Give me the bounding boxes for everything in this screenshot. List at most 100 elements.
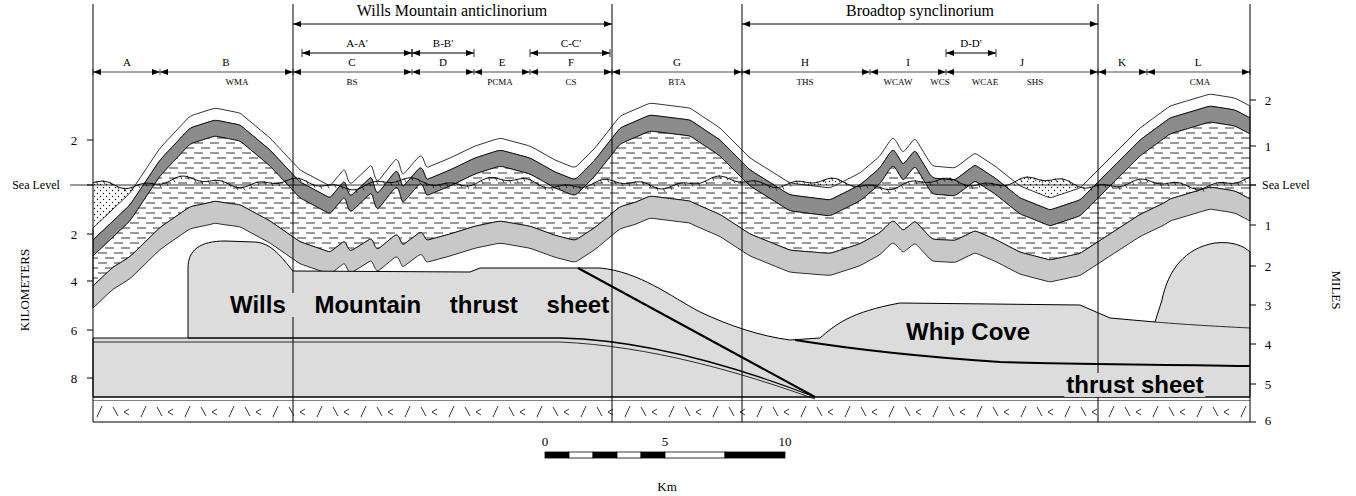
domain-tick [612,69,613,75]
axis-number: 4 [71,275,78,288]
domain-letter: F [568,57,574,68]
axis-tick [87,281,93,282]
structure-abbrev: WCAW [884,78,913,87]
topography-line [93,176,1250,190]
structure-abbrev: SHS [1027,78,1044,87]
axis-tick [1250,146,1256,147]
domain-letter: A [123,57,131,68]
section-arrow [530,53,610,54]
domain-letter: E [499,57,506,68]
section-label: A-A' [346,38,368,49]
scale-number: 10 [779,435,792,448]
domain-tick [742,69,743,75]
thrust-sheet-label: Wills Mountain thrust sheet [228,293,611,317]
axis-tick [1250,305,1256,306]
thrust-sheet-label: Whip Cove [904,320,1032,344]
axis-tick [1250,344,1256,345]
axis-number: 1 [1265,140,1272,153]
domain-letter: L [1195,57,1202,68]
divider-line [1250,4,1251,422]
axis-tick [87,330,93,331]
topography-ticks [96,175,1246,193]
scale-bar [569,452,593,458]
divider-line [612,4,613,422]
sea-level-label: Sea Level [12,179,60,191]
scale-bar [641,452,665,458]
domain-arrow [93,72,160,73]
structure-abbrev: CMA [1190,78,1211,87]
section-label: B-B' [433,38,453,49]
structure-abbrev: WCAE [972,78,999,87]
domain-arrow [1098,72,1147,73]
region-title: Wills Mountain anticlinorium [357,3,547,19]
domain-tick [160,69,161,75]
domain-arrow [1147,72,1250,73]
domain-letter: I [906,57,910,68]
divider-line [93,4,94,422]
fault-line [578,268,815,397]
domain-letter: D [439,57,447,68]
frame-bottom [93,421,1250,422]
region-arrow [293,24,612,25]
region-title: Broadtop synclinorium [846,3,994,19]
section-tick [302,49,412,57]
domain-tick [1098,69,1099,75]
scale-bar [593,452,617,458]
structure-abbrev: WCS [930,78,950,87]
sea-level-label: Sea Level [1262,179,1310,191]
structure-abbrev: BTA [668,78,685,87]
folded-strata [93,0,1250,422]
fault-line [93,342,815,399]
domain-tick [1250,69,1251,75]
section-arrow [412,53,474,54]
section-arrow [946,53,996,54]
axis-tick [87,140,93,141]
domain-tick [870,69,871,75]
divider-line [1098,4,1099,422]
axis-number: 1 [1265,219,1272,232]
axis-number: 6 [71,324,78,337]
scale-unit: Km [657,480,677,493]
scale-bar [617,452,641,458]
divider-line [293,4,294,422]
domain-arrow [412,72,474,73]
axis-tick [87,185,93,186]
axis-number: 2 [71,228,78,241]
axis-number: 8 [71,372,78,385]
scale-bar [665,452,725,458]
structure-abbrev: WMA [226,78,249,87]
domain-arrow [946,72,1098,73]
domain-arrow [160,72,293,73]
domain-letter: B [222,57,229,68]
section-tick [946,49,996,57]
domain-letter: K [1118,57,1126,68]
domain-arrow [742,72,870,73]
axis-tick [1250,185,1256,186]
fault-line [1155,322,1250,328]
domain-tick [530,69,531,75]
domain-tick [93,69,94,75]
sea-level-line [70,185,1256,186]
domain-tick [946,69,947,75]
basement [93,401,1250,422]
domain-letter: C [348,57,355,68]
stipple-group [93,0,1250,422]
domain-letter: H [801,57,809,68]
scale-number: 0 [542,435,549,448]
axis-number: 4 [1265,338,1272,351]
structure-abbrev: BS [346,78,357,87]
axis-tick [87,234,93,235]
thrust-sheet-label: thrust sheet [1064,373,1205,397]
section-label: D-D' [960,38,982,49]
axis-tick [1250,266,1256,267]
stipple-strata [93,0,1250,422]
structure-abbrev: PCMA [487,78,513,87]
axis-tick [1250,384,1256,385]
thrust-sheets [93,241,1250,397]
axis-tick [1250,100,1256,101]
domain-tick [293,69,294,75]
domain-letter: J [1020,57,1024,68]
axis-number: 6 [1265,414,1272,427]
